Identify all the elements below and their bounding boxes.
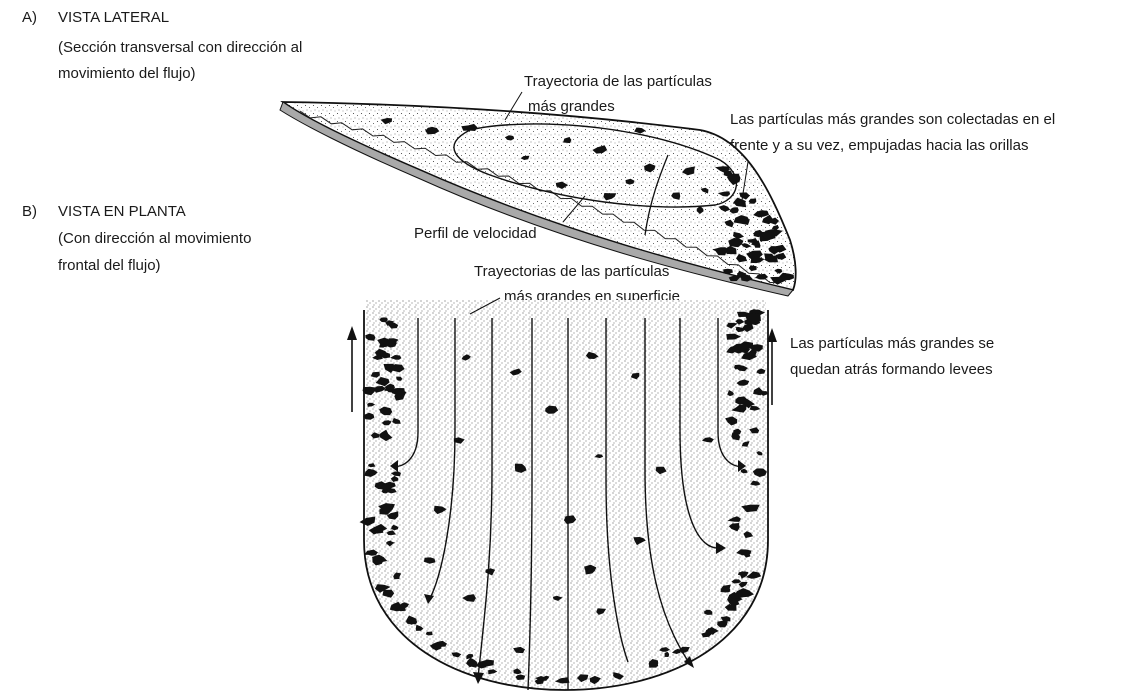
lateral-flow-body xyxy=(283,102,796,290)
plan-view-group xyxy=(347,298,777,690)
lateral-view-group xyxy=(280,92,796,296)
left-levee-particle xyxy=(379,344,385,348)
plan-top-band xyxy=(366,300,766,312)
left-levee-arrowhead xyxy=(347,326,357,340)
